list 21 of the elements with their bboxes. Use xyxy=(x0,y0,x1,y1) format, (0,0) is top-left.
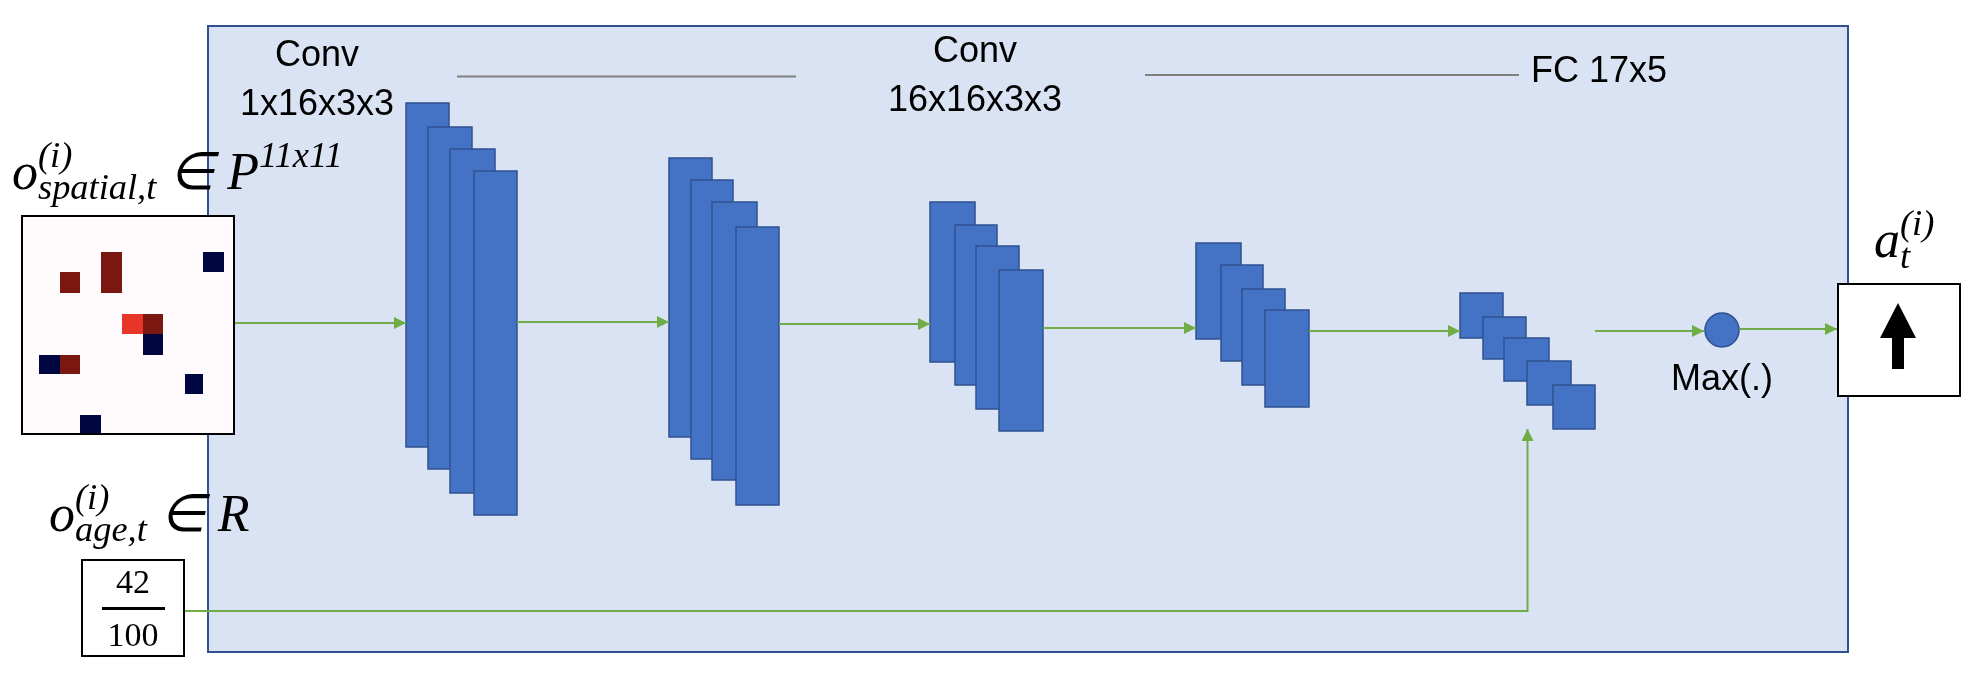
arrow xyxy=(1739,323,1838,335)
layer-label: Conv 16x16x3x3 xyxy=(888,28,1063,121)
arrow xyxy=(1594,325,1705,337)
fraction-number: 100 xyxy=(107,617,159,652)
operation-node xyxy=(1704,312,1740,348)
feature-map-stack xyxy=(930,202,1043,431)
arrow xyxy=(234,317,407,329)
fraction-number: 42 xyxy=(116,564,150,599)
arrow xyxy=(516,316,670,328)
feature-map-stack xyxy=(669,158,779,505)
layer-label: FC 17x5 xyxy=(1531,48,1668,92)
math-label: o$^{(i)}$$_{age,t}$ ∈ R xyxy=(48,475,251,552)
arrow xyxy=(184,428,1534,612)
feature-map-stack xyxy=(1460,293,1595,429)
feature-map-stack xyxy=(1196,243,1309,407)
operation-label: Max(.) xyxy=(1671,356,1773,400)
feature-map-stack xyxy=(406,103,517,515)
layer-label: Conv 1x16x3x3 xyxy=(240,32,395,125)
arrow xyxy=(1308,325,1461,337)
arrow xyxy=(1042,322,1197,334)
arrow xyxy=(778,318,931,330)
